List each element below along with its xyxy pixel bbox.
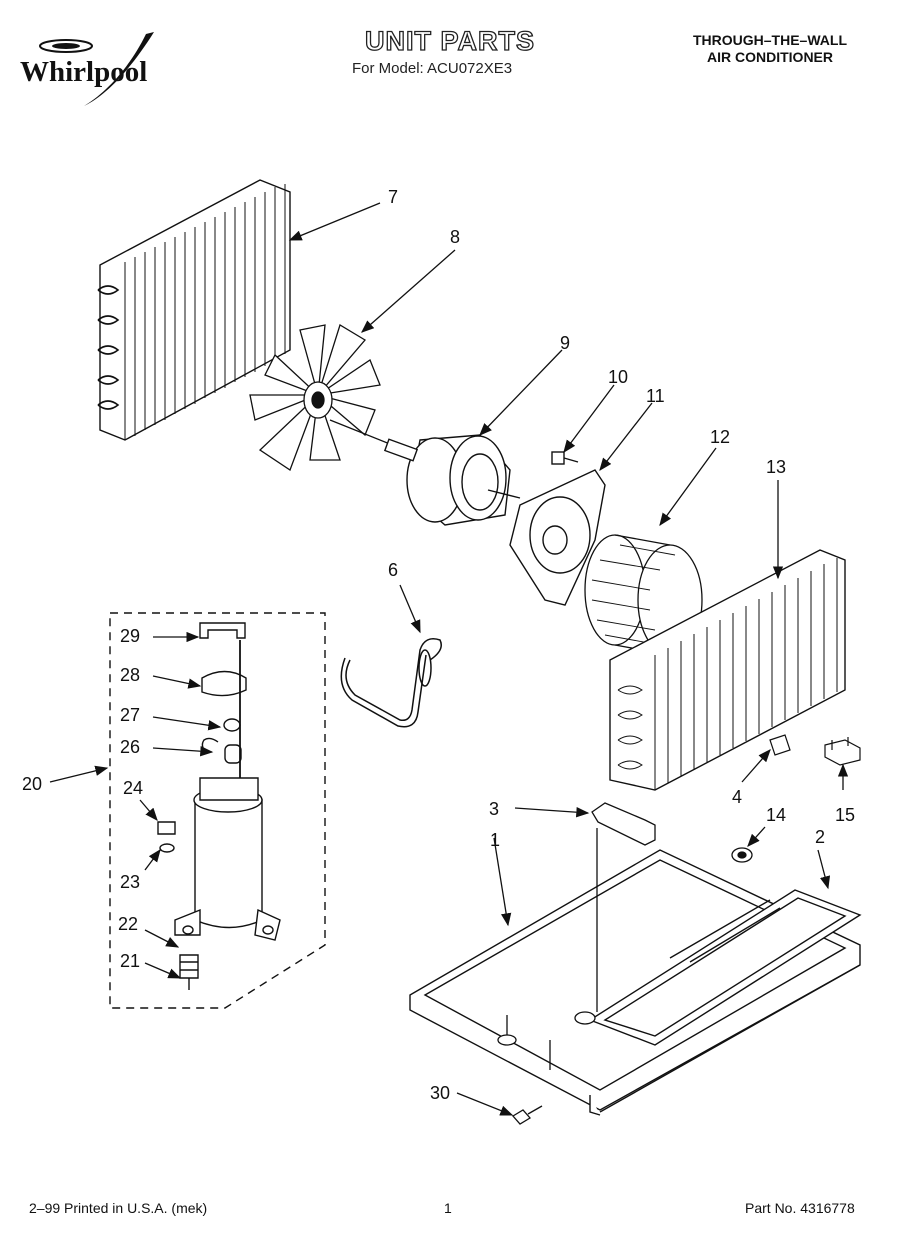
callout-9: 9 — [560, 333, 571, 353]
callout-29: 29 — [120, 626, 141, 646]
callout-27: 27 — [120, 705, 141, 725]
callout-6: 6 — [388, 560, 399, 580]
callout-30: 30 — [430, 1083, 451, 1103]
fan-motor — [383, 434, 521, 526]
callout-20: 20 — [22, 774, 43, 794]
bracket-spring — [340, 638, 442, 728]
callout-3: 3 — [489, 799, 500, 819]
callout-10: 10 — [608, 367, 629, 387]
callout-2: 2 — [815, 827, 826, 847]
product-line-2: AIR CONDITIONER — [707, 49, 833, 65]
logo-swoosh-icon — [39, 32, 154, 106]
leader-lines — [49, 202, 849, 1116]
brand-name: Whirlpool — [20, 56, 148, 88]
compressor-assembly — [157, 622, 281, 990]
callout-26: 26 — [120, 737, 141, 757]
evaporator-coil — [609, 549, 846, 791]
motor-bracket — [509, 469, 606, 606]
callout-13: 13 — [766, 457, 787, 477]
compressor-group-outline — [109, 612, 326, 1009]
part-number: Part No. 4316778 — [745, 1200, 855, 1216]
callout-7: 7 — [388, 187, 399, 207]
callout-14: 14 — [766, 805, 787, 825]
mounting-clip — [824, 737, 861, 766]
whirlpool-logo: Whirlpool — [14, 24, 189, 114]
base-screw — [511, 1105, 543, 1125]
drain-pan-support — [497, 802, 656, 1070]
callout-21: 21 — [120, 951, 141, 971]
print-info: 2–99 Printed in U.S.A. (mek) — [29, 1200, 208, 1216]
callout-11: 11 — [646, 386, 665, 406]
base-pan — [409, 849, 861, 1116]
callout-4: 4 — [732, 787, 743, 807]
product-line-1: THROUGH–THE–WALL — [693, 32, 847, 48]
callout-23: 23 — [120, 872, 141, 892]
page-title: UNIT PARTS — [364, 25, 535, 56]
callout-8: 8 — [450, 227, 461, 247]
model-label: For Model: ACU072XE3 — [352, 60, 513, 77]
callout-1: 1 — [490, 830, 501, 850]
bracket-screw — [551, 451, 579, 465]
washer — [731, 847, 753, 863]
condenser-coil — [97, 179, 291, 441]
callout-12: 12 — [710, 427, 731, 447]
page-number: 1 — [444, 1200, 452, 1216]
callout-24: 24 — [123, 778, 144, 798]
callout-15: 15 — [835, 805, 856, 825]
drain-pan — [588, 889, 862, 1046]
callout-28: 28 — [120, 665, 141, 685]
fan-blade — [249, 324, 381, 471]
product-type: THROUGH–THE–WALL AIR CONDITIONER — [650, 32, 890, 66]
callout-22: 22 — [118, 914, 139, 934]
coil-clip — [769, 734, 791, 756]
